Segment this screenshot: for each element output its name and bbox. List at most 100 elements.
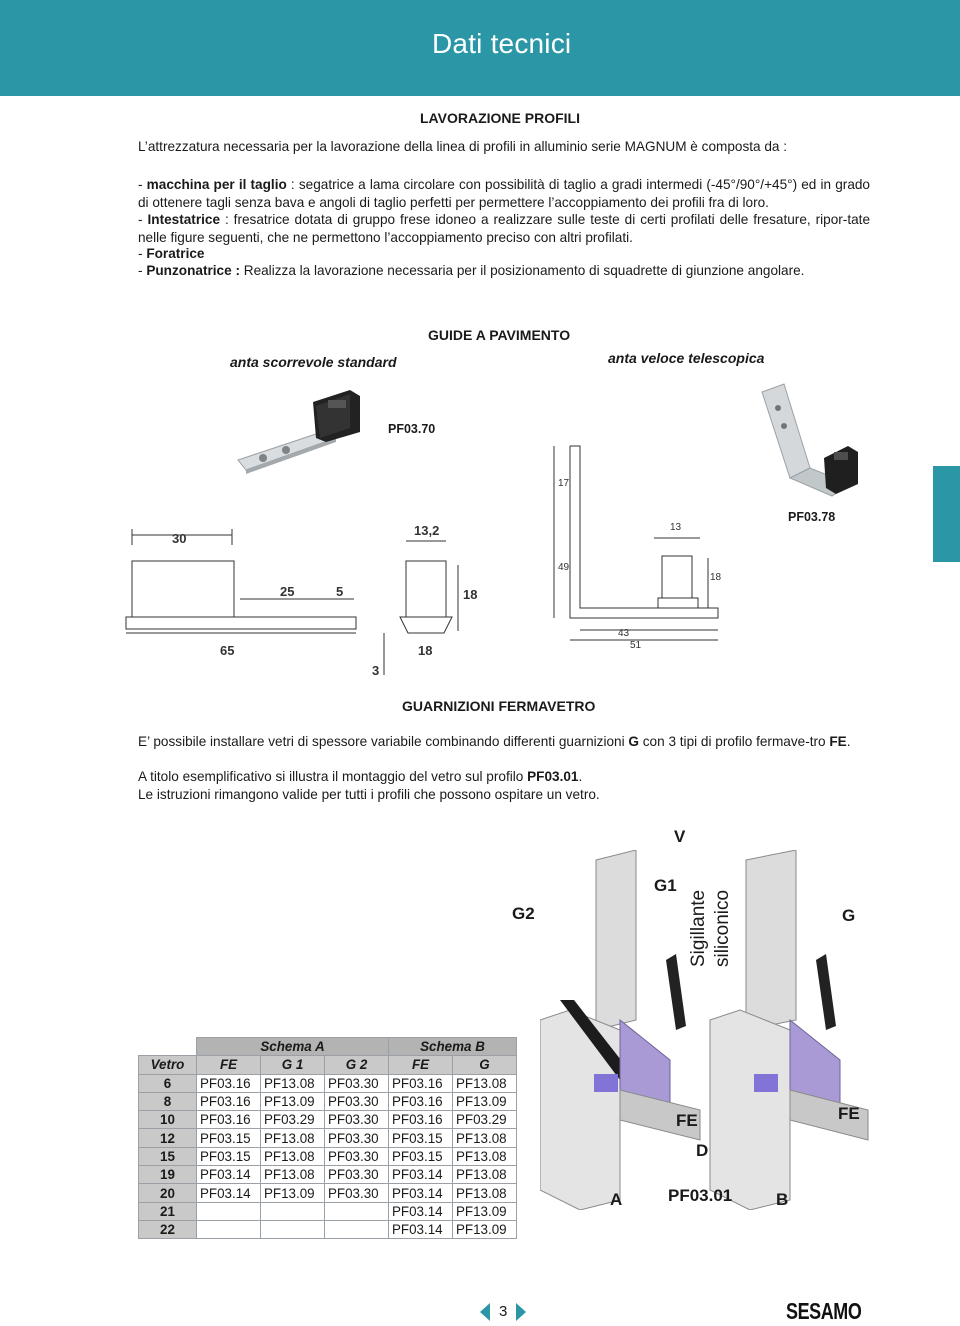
- list-text: : fresatrice dotata di gruppo frese idon…: [138, 212, 870, 245]
- vetro-cell: 10: [138, 1110, 197, 1130]
- list-term: Punzonatrice :: [146, 263, 240, 278]
- p2-text: A titolo esemplificativo si illustra il …: [138, 769, 528, 784]
- vetro-cell: 19: [138, 1165, 197, 1185]
- p2-end: .: [578, 769, 583, 784]
- table-cell: PF13.08: [452, 1146, 517, 1167]
- table-column-header: Vetro FE G 1 G 2 FE G: [138, 1055, 517, 1075]
- column-header: FE: [196, 1055, 261, 1075]
- table-cell: PF13.08: [260, 1165, 325, 1185]
- dim-label: 3: [372, 663, 379, 678]
- table-cell: [196, 1201, 261, 1221]
- dim-label: 17: [558, 478, 570, 489]
- prev-arrow-icon: [480, 1303, 490, 1321]
- p1-fe: FE: [829, 734, 847, 749]
- table-cell: PF03.29: [452, 1110, 517, 1130]
- list-text: : segatrice a lama circolare con possibi…: [138, 177, 870, 210]
- table-cell: [324, 1201, 389, 1221]
- side-tab: [933, 466, 960, 562]
- section-heading-lavorazione: LAVORAZIONE PROFILI: [420, 110, 580, 126]
- table-cell: PF03.15: [196, 1146, 261, 1167]
- page-title: Dati tecnici: [432, 28, 572, 59]
- dim-label: 30: [172, 531, 186, 546]
- dim-label: 49: [558, 562, 570, 573]
- column-header: G 1: [260, 1055, 325, 1075]
- header-band: Dati tecnici: [0, 0, 960, 96]
- table-cell: PF03.14: [388, 1201, 453, 1221]
- table-cell: PF03.16: [196, 1073, 261, 1093]
- table-cell: PF03.30: [324, 1146, 389, 1167]
- table-cell: PF13.08: [452, 1073, 517, 1093]
- guarnizioni-p1: E’ possibile installare vetri di spessor…: [138, 733, 870, 751]
- dim-label: 43: [618, 628, 630, 639]
- assembly-illustration-top: [536, 850, 856, 1030]
- dim-label: 18: [710, 572, 722, 583]
- column-header: G 2: [324, 1055, 389, 1075]
- vetro-cell: 6: [138, 1073, 197, 1093]
- section-heading-guide: GUIDE A PAVIMENTO: [428, 327, 571, 343]
- table-cell: PF03.30: [324, 1091, 389, 1112]
- table-cell: PF13.09: [452, 1201, 517, 1221]
- list-item-macchina: - macchina per il taglio : segatrice a l…: [138, 176, 870, 212]
- list-item-foratrice: - Foratrice: [138, 245, 870, 263]
- table-cell: PF13.08: [452, 1128, 517, 1148]
- dim-label: 18: [463, 587, 477, 602]
- list-prefix: -: [138, 212, 148, 227]
- table-cell: PF13.08: [260, 1073, 325, 1093]
- list-term: Intestatrice: [147, 212, 221, 227]
- p1-end: .: [846, 734, 851, 749]
- list-item-intestatrice: - Intestatrice : fresatrice dotata di gr…: [138, 211, 870, 247]
- table-cell: [324, 1219, 389, 1240]
- vetro-cell: 12: [138, 1128, 197, 1148]
- table-cell: PF03.15: [388, 1128, 453, 1148]
- column-header: FE: [388, 1055, 453, 1075]
- list-item-punzonatrice: - Punzonatrice : Realizza la lavorazione…: [138, 262, 870, 280]
- vetro-cell: 20: [138, 1183, 197, 1203]
- guarnizioni-p3: Le istruzioni rimangono valide per tutti…: [138, 787, 600, 802]
- p1-g: G: [628, 734, 639, 749]
- label-g1: G1: [654, 876, 677, 895]
- p1-text: E’ possibile installare vetri di spessor…: [138, 734, 629, 749]
- table-cell: PF13.08: [260, 1146, 325, 1167]
- dim-label: 51: [630, 640, 642, 651]
- table-cell: PF03.14: [196, 1165, 261, 1185]
- telescopic-guide-photo: [761, 383, 858, 497]
- table-cell: PF13.09: [452, 1219, 517, 1240]
- table-group-header: Schema A Schema B: [139, 1036, 517, 1057]
- label-siliconico: siliconico: [712, 889, 733, 967]
- intro-paragraph: L’attrezzatura necessaria per la lavoraz…: [138, 139, 788, 154]
- table-cell: PF13.09: [260, 1091, 325, 1112]
- table-cell: [196, 1219, 261, 1240]
- table-cell: PF03.15: [196, 1128, 261, 1148]
- dim-label: 18: [418, 643, 432, 658]
- table-cell: PF03.16: [196, 1110, 261, 1130]
- table-cell: PF13.08: [452, 1183, 517, 1203]
- list-prefix: -: [138, 263, 147, 278]
- vetro-cell: 21: [138, 1201, 197, 1221]
- table-cell: PF03.30: [324, 1165, 389, 1185]
- group-schema-b: Schema B: [388, 1036, 517, 1057]
- table-cell: PF03.15: [388, 1146, 453, 1167]
- next-arrow-icon: [516, 1303, 526, 1321]
- table-cell: PF03.14: [196, 1183, 261, 1203]
- label-b: B: [776, 1190, 789, 1209]
- group-schema-a: Schema A: [196, 1036, 389, 1057]
- list-term: Foratrice: [146, 246, 205, 261]
- dim-label: 65: [220, 643, 234, 658]
- table-cell: PF03.30: [324, 1183, 389, 1203]
- table-cell: PF03.30: [324, 1073, 389, 1093]
- table-cell: PF03.14: [388, 1219, 453, 1240]
- table-cell: PF03.14: [388, 1183, 453, 1203]
- table-cell: PF13.08: [260, 1128, 325, 1148]
- vetro-cell: 8: [138, 1091, 197, 1112]
- label-g2: G2: [512, 904, 535, 923]
- floor-guide-photo: [237, 390, 360, 474]
- dim-label: 13: [670, 522, 682, 533]
